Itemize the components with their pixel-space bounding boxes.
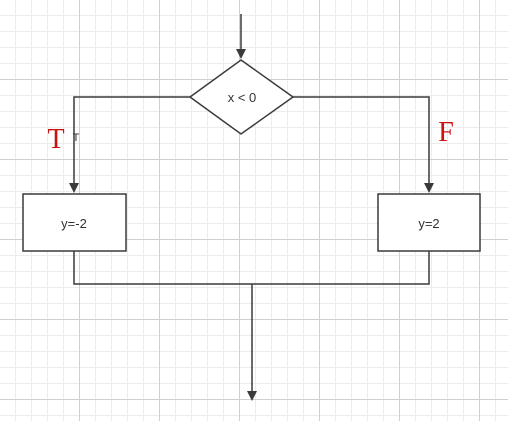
false-branch-connector — [293, 96, 434, 193]
decision-diamond[interactable] — [188, 59, 295, 135]
process-box-false[interactable] — [377, 193, 481, 252]
process-box-true[interactable] — [22, 193, 127, 252]
merge-connector — [73, 251, 430, 285]
true-edge-label: T — [73, 132, 80, 144]
true-annotation: T — [47, 124, 64, 155]
decision-label: x < 0 — [228, 90, 257, 105]
true-branch-connector — [69, 96, 190, 193]
process-label-false: y=2 — [418, 216, 439, 231]
false-annotation: F — [438, 117, 454, 148]
process-label-true: y=-2 — [61, 216, 87, 231]
